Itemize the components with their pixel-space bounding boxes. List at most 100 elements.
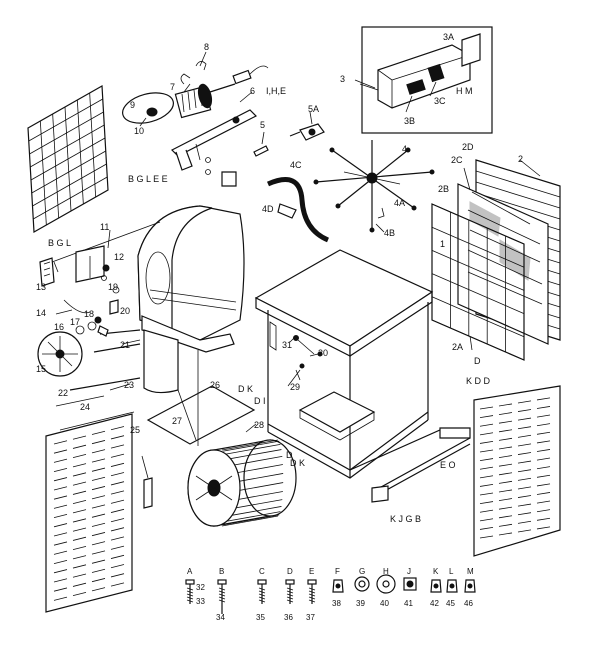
hardware-letter: L <box>449 567 454 576</box>
label-l15: 15 <box>36 364 46 374</box>
label-l24: 24 <box>80 402 90 412</box>
label-l3b: 3B <box>404 116 415 126</box>
hardware-m: M 46 <box>464 567 476 608</box>
label-code-kdd: K D D <box>466 376 491 386</box>
hardware-letter: H <box>383 567 389 576</box>
label-l30: 30 <box>318 348 328 358</box>
hardware-letter: A <box>187 567 193 576</box>
label-l5: 5 <box>260 120 265 130</box>
label-l10: 10 <box>134 126 144 136</box>
label-l3a: 3A <box>443 32 454 42</box>
label-l20: 20 <box>120 306 130 316</box>
leader-lines <box>55 51 541 479</box>
hardware-letter: E <box>309 567 314 576</box>
label-code-eo: E O <box>440 460 456 470</box>
label-code-kjgb: K J G B <box>390 514 421 524</box>
callout-labels: 122A2B2C2D33A3B3C44A4B4C4D55A67891011121… <box>36 32 523 524</box>
label-l31: 31 <box>282 340 292 350</box>
hardware-letter: D <box>287 567 293 576</box>
hardware-number: 34 <box>216 613 225 622</box>
motor-bracket <box>170 109 258 187</box>
label-l2: 2 <box>518 154 523 164</box>
hardware-number: 37 <box>306 613 315 622</box>
label-l12: 12 <box>114 252 124 262</box>
hardware-h: H 40 <box>376 567 396 608</box>
label-l13: 13 <box>36 282 46 292</box>
label-l28: 28 <box>254 420 264 430</box>
label-code-dk: D K <box>238 384 253 394</box>
hardware-number: 39 <box>356 599 365 608</box>
label-l4: 4 <box>402 144 407 154</box>
label-l5a: 5A <box>308 104 319 114</box>
filter-frame <box>146 385 256 445</box>
label-l2c: 2C <box>451 155 463 165</box>
label-code-ihe: I,H,E <box>266 86 286 96</box>
hardware-number: 33 <box>196 597 205 606</box>
label-l22: 22 <box>58 388 68 398</box>
right-louver-panel <box>473 385 561 557</box>
label-code-dk2: D K <box>290 458 305 468</box>
hardware-f: F 38 <box>332 567 344 608</box>
label-l6: 6 <box>250 86 255 96</box>
label-code-bgl: B G L <box>48 238 71 248</box>
water-distributor-spider <box>313 140 435 233</box>
label-l4a: 4A <box>394 198 405 208</box>
label-l2a: 2A <box>452 342 463 352</box>
hardware-number: 36 <box>284 613 293 622</box>
hardware-letter: K <box>433 567 439 576</box>
label-l2d: 2D <box>462 142 474 152</box>
label-l27: 27 <box>172 416 182 426</box>
label-l11: 11 <box>100 222 109 232</box>
left-louver-panel <box>45 411 153 613</box>
hardware-a: A32 33 <box>185 567 205 606</box>
label-l7: 7 <box>170 82 175 92</box>
label-l16: 16 <box>54 322 64 332</box>
left-filter-pad <box>27 85 109 233</box>
hardware-number: 46 <box>464 599 473 608</box>
label-code-d: D <box>286 450 293 460</box>
hardware-letter: F <box>335 567 340 576</box>
label-l17: 17 <box>70 317 80 327</box>
motor-assembly <box>122 61 269 124</box>
label-l21: 21 <box>120 340 130 350</box>
label-l9: 9 <box>130 100 135 110</box>
label-codes-top-right: H M <box>456 86 473 96</box>
hardware-number: 35 <box>256 613 265 622</box>
label-l1: 1 <box>440 239 445 249</box>
blower-wheel <box>187 439 297 527</box>
hardware-number: 42 <box>430 599 439 608</box>
left-side-parts <box>37 221 161 407</box>
hardware-number: 41 <box>404 599 413 608</box>
label-l14: 14 <box>36 308 46 318</box>
cabinet-frame <box>254 249 471 503</box>
label-l26: 26 <box>210 380 220 390</box>
hardware-letter: C <box>259 567 265 576</box>
hardware-e: E 37 <box>306 567 317 622</box>
label-l4c: 4C <box>290 160 302 170</box>
hardware-d: D 36 <box>284 567 295 622</box>
hardware-letter: G <box>359 567 365 576</box>
label-l3c: 3C <box>434 96 446 106</box>
hardware-number: 38 <box>332 599 341 608</box>
hardware-k: K 42 <box>430 567 442 608</box>
label-l18: 18 <box>84 309 94 319</box>
label-l4d: 4D <box>262 204 274 214</box>
hardware-j: J 41 <box>403 567 417 608</box>
inset-control-box <box>354 26 493 134</box>
label-l4b: 4B <box>384 228 395 238</box>
label-l8: 8 <box>204 42 209 52</box>
label-code-di: D I <box>254 396 266 406</box>
hardware-letter: M <box>467 567 474 576</box>
pulley-bolts <box>253 123 325 157</box>
blower-housing <box>137 205 245 446</box>
hardware-l: L45 <box>446 567 458 608</box>
label-l25: 25 <box>130 425 140 435</box>
hardware-number: 32 <box>196 583 205 592</box>
hardware-number: 40 <box>380 599 389 608</box>
hardware-letter: J <box>407 567 411 576</box>
label-l23: 23 <box>124 380 134 390</box>
water-hose <box>266 177 330 243</box>
label-code-d2: D <box>474 356 481 366</box>
